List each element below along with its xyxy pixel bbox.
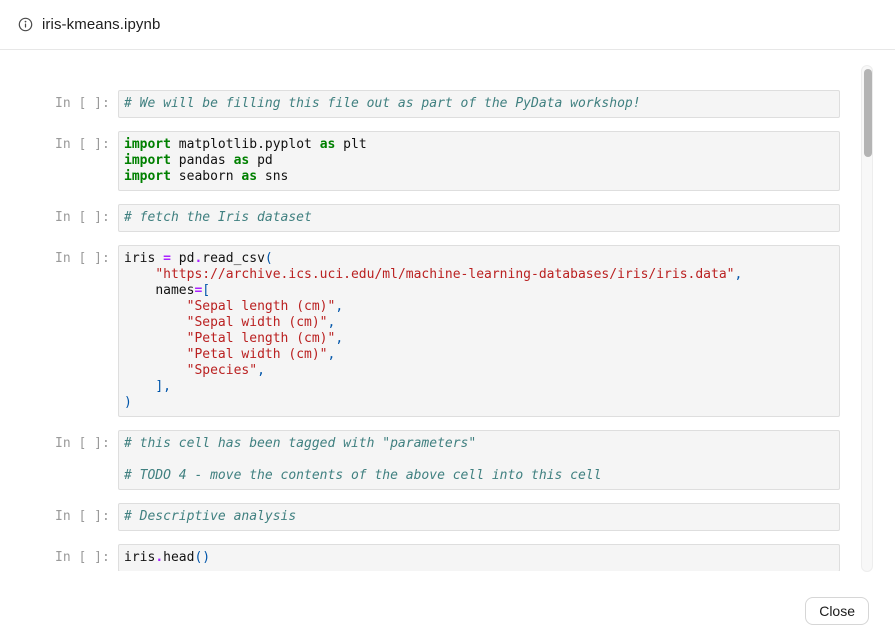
cell-code: iris.head() [118, 544, 840, 571]
cell-code: # We will be filling this file out as pa… [118, 90, 840, 118]
notebook-cell: In [ ]: # this cell has been tagged with … [55, 430, 840, 490]
modal-header: iris-kmeans.ipynb [0, 0, 895, 50]
cell-prompt: In [ ]: [55, 210, 110, 225]
cell-code: import matplotlib.pyplot as plt import p… [118, 131, 840, 191]
close-button[interactable]: Close [805, 597, 869, 625]
cell-prompt: In [ ]: [55, 96, 110, 111]
notebook-cell: In [ ]: import matplotlib.pyplot as plt i… [55, 131, 840, 191]
cell-code: iris = pd.read_csv( "https://archive.ics… [118, 245, 840, 417]
notebook-cell: In [ ]: # Descriptive analysis [55, 503, 840, 531]
notebook-cell: In [ ]: iris = pd.read_csv( "https://arch… [55, 245, 840, 417]
cell-prompt: In [ ]: [55, 509, 110, 524]
cell-prompt: In [ ]: [55, 251, 110, 266]
notebook-cells: In [ ]: # We will be filling this file ou… [55, 90, 840, 571]
cell-prompt: In [ ]: [55, 436, 110, 451]
notebook-viewer: In [ ]: # We will be filling this file ou… [0, 51, 852, 571]
notebook-cell: In [ ]: # We will be filling this file ou… [55, 90, 840, 118]
notebook-filename: iris-kmeans.ipynb [42, 16, 161, 33]
scrollbar-track[interactable] [861, 65, 873, 572]
info-icon[interactable] [18, 17, 33, 32]
cell-prompt: In [ ]: [55, 550, 110, 565]
cell-prompt: In [ ]: [55, 137, 110, 152]
notebook-cell: In [ ]: # fetch the Iris dataset [55, 204, 840, 232]
notebook-cell: In [ ]: iris.head() [55, 544, 840, 571]
cell-code: # this cell has been tagged with "parame… [118, 430, 840, 490]
scrollbar-thumb[interactable] [864, 69, 872, 157]
cell-code: # fetch the Iris dataset [118, 204, 840, 232]
cell-code: # Descriptive analysis [118, 503, 840, 531]
